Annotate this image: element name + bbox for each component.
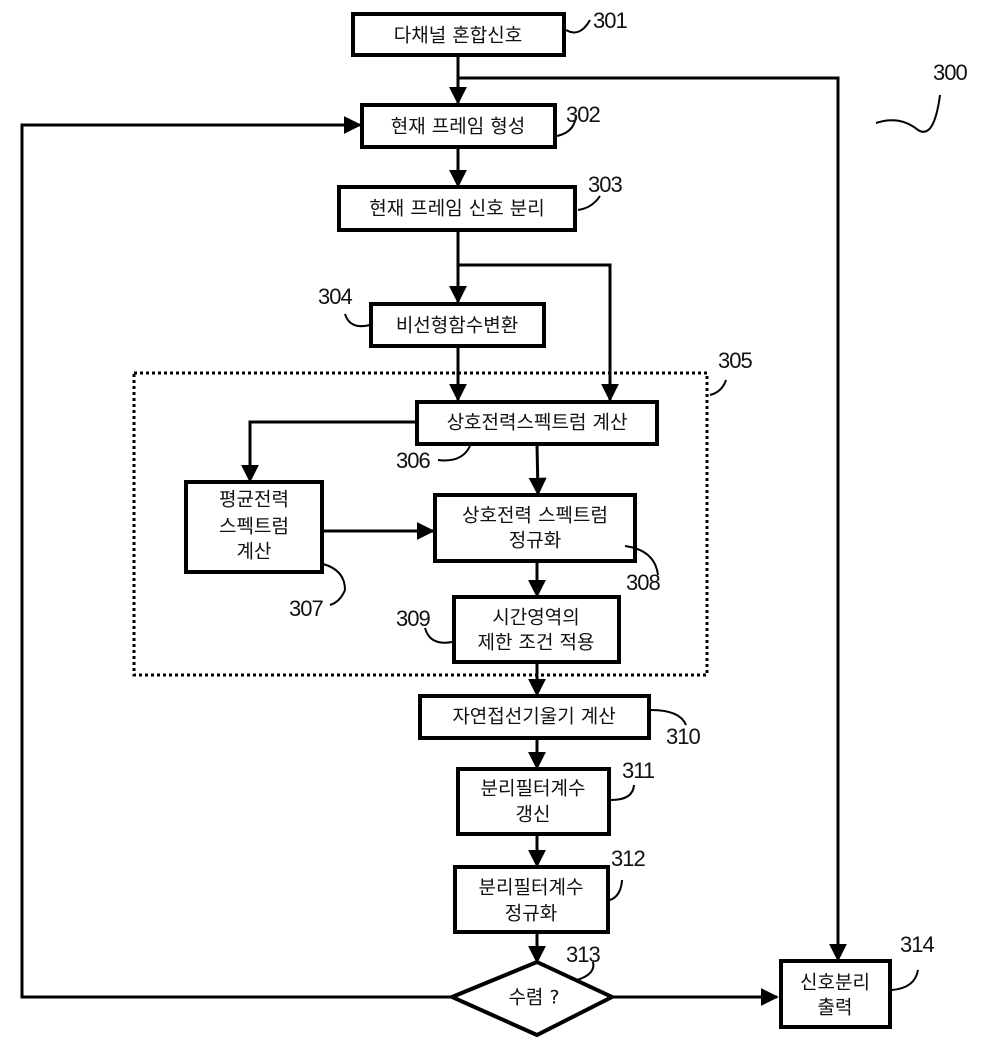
ref-303: 303 xyxy=(588,172,622,197)
step-308-line1: 상호전력 스펙트럼 xyxy=(462,505,608,527)
step-304-label: 비선형함수변환 xyxy=(396,315,518,337)
step-311: 분리필터계수 갱신 xyxy=(456,767,611,836)
ref-306: 306 xyxy=(396,448,430,473)
step-311-line1: 분리필터계수 xyxy=(481,778,586,800)
arrow-306-307 xyxy=(241,420,417,483)
ref-302: 302 xyxy=(566,102,600,127)
ref-304: 304 xyxy=(318,284,352,309)
step-314: 신호분리 출력 xyxy=(779,959,892,1029)
step-307-line3: 계산 xyxy=(237,541,272,563)
step-308-line2: 정규화 xyxy=(509,530,561,552)
step-310-label: 자연접선기울기 계산 xyxy=(452,706,615,728)
arrow-301-314 xyxy=(458,76,847,962)
step-311-line2: 갱신 xyxy=(516,804,551,826)
step-306-label: 상호전력스펙트럼 계산 xyxy=(447,412,628,434)
step-313-decision: 수렴 ? xyxy=(446,959,617,1038)
step-303-label: 현재 프레임 신호 분리 xyxy=(369,198,544,220)
step-313-label: 수렴 ? xyxy=(508,987,559,1009)
ref-305: 305 xyxy=(718,348,752,373)
arrow-306-308 xyxy=(528,443,547,496)
step-304: 비선형함수변환 xyxy=(369,302,546,348)
ref-310: 310 xyxy=(666,724,700,749)
arrow-303-306 xyxy=(458,263,619,402)
step-312-line1: 분리필터계수 xyxy=(479,877,584,899)
step-309: 시간영역의 제한 조건 적용 xyxy=(452,595,621,664)
step-302-label: 현재 프레임 형성 xyxy=(391,116,525,138)
step-301: 다채널 혼합신호 xyxy=(351,12,566,57)
step-309-line2: 제한 조건 적용 xyxy=(478,632,595,654)
step-312-line2: 정규화 xyxy=(505,903,557,925)
connectors xyxy=(20,55,847,1006)
ref-314: 314 xyxy=(900,932,934,957)
step-312: 분리필터계수 정규화 xyxy=(453,865,610,934)
step-307-line1: 평균전력 xyxy=(219,489,289,511)
ref-300: 300 xyxy=(933,60,967,85)
ref-307: 307 xyxy=(289,596,323,621)
step-314-line2: 출력 xyxy=(818,997,853,1019)
step-301-label: 다채널 혼합신호 xyxy=(394,25,522,47)
reference-numerals: 301 302 303 304 305 306 307 308 309 310 … xyxy=(289,8,968,967)
ref-312: 312 xyxy=(611,846,645,871)
step-310: 자연접선기울기 계산 xyxy=(418,694,651,740)
ref-313: 313 xyxy=(566,942,600,967)
step-314-line1: 신호분리 xyxy=(800,972,870,994)
step-307-line2: 스펙트럼 xyxy=(219,516,289,538)
ref-309: 309 xyxy=(396,606,430,631)
ref-301: 301 xyxy=(593,8,627,33)
arrow-313-loop-302 xyxy=(20,116,452,999)
ref-308: 308 xyxy=(626,570,660,595)
step-302: 현재 프레임 형성 xyxy=(360,103,557,149)
leaders xyxy=(322,19,941,991)
group-305-boundary xyxy=(132,371,709,677)
step-309-line1: 시간영역의 xyxy=(492,607,579,629)
step-306: 상호전력스펙트럼 계산 xyxy=(415,400,659,446)
step-307: 평균전력 스펙트럼 계산 xyxy=(184,480,324,574)
step-303: 현재 프레임 신호 분리 xyxy=(337,185,577,232)
step-308: 상호전력 스펙트럼 정규화 xyxy=(433,493,637,563)
ref-311: 311 xyxy=(622,758,655,783)
